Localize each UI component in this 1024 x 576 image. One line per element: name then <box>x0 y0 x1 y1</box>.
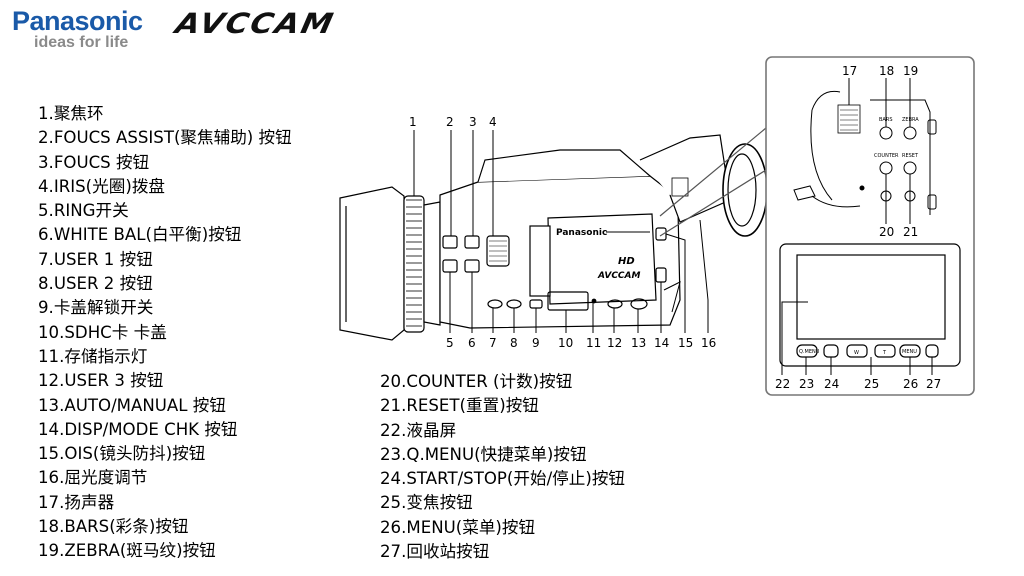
zoom-t-label: T <box>882 350 887 356</box>
leader-lines-inset-top <box>848 78 911 224</box>
brand-tagline: ideas for life <box>34 34 129 51</box>
callout-11: 11 <box>586 336 601 350</box>
callout-8: 8 <box>510 336 518 350</box>
legend-item: 9.卡盖解锁开关 <box>38 298 154 318</box>
legend-item: 4.IRIS(光圈)拨盘 <box>38 176 166 196</box>
callout-6: 6 <box>468 336 476 350</box>
lcd-screen <box>796 254 946 340</box>
callout-18: 18 <box>879 64 894 78</box>
qmenu-button <box>796 344 818 358</box>
legend-item: 14.DISP/MODE CHK 按钮 <box>38 419 238 439</box>
legend-item: 26.MENU(菜单)按钮 <box>380 517 536 537</box>
body-model-text: AVCCAM <box>597 271 640 281</box>
zoom-t-button <box>874 344 896 358</box>
legend-item: 10.SDHC卡 卡盖 <box>38 322 167 342</box>
legend-item: 24.START/STOP(开始/停止)按钮 <box>380 469 626 489</box>
user1-button <box>487 299 503 309</box>
callout-15: 15 <box>678 336 693 350</box>
callout-27: 27 <box>926 377 941 391</box>
user3-button <box>607 299 623 309</box>
legend-item: 21.RESET(重置)按钮 <box>380 396 539 416</box>
legend-item: 1.聚焦环 <box>38 104 104 123</box>
callout-10: 10 <box>558 336 573 350</box>
legend-item: 5.RING开关 <box>38 201 129 221</box>
callout-numbers-inset-bottom: 22 23 24 25 26 27 <box>775 377 941 391</box>
legend-item: 11.存储指示灯 <box>38 346 148 366</box>
focus-assist-button <box>442 235 458 249</box>
callout-2: 2 <box>446 115 454 129</box>
lens-hood <box>339 186 405 341</box>
legend-item: 3.FOUCS 按钮 <box>38 152 150 172</box>
leader-lines-main <box>413 130 709 333</box>
legend-item: 23.Q.MENU(快捷菜单)按钮 <box>380 444 587 464</box>
callout-5: 5 <box>446 336 454 350</box>
legend-item: 17.扬声器 <box>38 492 115 512</box>
callout-12: 12 <box>607 336 622 350</box>
legend-item: 15.OIS(镜头防抖)按钮 <box>38 444 206 464</box>
sdhc-card-cover <box>547 291 589 311</box>
callout-24: 24 <box>824 377 839 391</box>
legend-item: 8.USER 2 按钮 <box>38 274 153 294</box>
callout-25: 25 <box>864 377 879 391</box>
legend-item: 20.COUNTER (计数)按钮 <box>380 372 573 391</box>
callout-1: 1 <box>409 115 417 129</box>
body-labels: Panasonic HD AVCCAM <box>556 228 650 281</box>
callout-numbers-inset-top: 17 18 19 20 21 <box>842 64 918 239</box>
top-handle <box>477 149 651 183</box>
zebra-label: ZEBRA <box>902 117 919 123</box>
reset-label: RESET <box>902 153 919 159</box>
access-lamp <box>591 298 597 304</box>
camera-body-drawing <box>339 134 768 341</box>
inset-connectors <box>659 127 767 237</box>
zoom-w-label: W <box>854 350 859 356</box>
iris-dial <box>486 235 510 267</box>
callout-9: 9 <box>532 336 540 350</box>
auto-manual-button <box>630 298 648 310</box>
inset-top-drawing <box>793 90 937 215</box>
callout-4: 4 <box>489 115 497 129</box>
legend-right: 20.COUNTER (计数)按钮 21.RESET(重置)按钮 22.液晶屏 23.… <box>380 370 625 564</box>
callout-numbers-main: 1 2 3 4 5 6 7 8 9 10 11 12 13 14 15 16 <box>409 115 716 350</box>
callout-23: 23 <box>799 377 814 391</box>
legend-item: 13.AUTO/MANUAL 按钮 <box>38 395 226 415</box>
legend-item: 22.液晶屏 <box>380 420 457 440</box>
brand-logo: Panasonic <box>12 6 143 36</box>
legend-item: 2.FOUCS ASSIST(聚焦辅助) 按钮 <box>38 128 292 148</box>
qmenu-label: Q.MENU <box>799 349 820 355</box>
callout-3: 3 <box>469 115 477 129</box>
callout-7: 7 <box>489 336 497 350</box>
focus-button <box>464 235 480 249</box>
legend-item: 27.回收站按钮 <box>380 542 490 562</box>
legend-item: 6.WHITE BAL(白平衡)按钮 <box>38 225 242 245</box>
callout-14: 14 <box>654 336 669 350</box>
legend-item: 25.变焦按钮 <box>380 493 473 513</box>
callout-16: 16 <box>701 336 716 350</box>
body-brand-text: Panasonic <box>556 228 607 238</box>
legend-item: 16.屈光度调节 <box>38 468 148 488</box>
inset-lcd-drawing <box>779 243 961 367</box>
leader-lines-inset-bottom <box>781 301 933 375</box>
counter-label: COUNTER <box>874 153 899 159</box>
legend-item: 19.ZEBRA(斑马纹)按钮 <box>38 541 216 561</box>
callout-13: 13 <box>631 336 646 350</box>
legend-left: 1.聚焦环 2.FOUCS ASSIST(聚焦辅助) 按钮 3.FOUCS 按钮 4.… <box>38 102 292 564</box>
hd-mark: HD <box>618 256 635 267</box>
menu-label: MENU <box>902 349 917 355</box>
inset-lcd-labels: Q.MENU W T MENU <box>799 349 917 356</box>
legend-item: 18.BARS(彩条)按钮 <box>38 517 189 537</box>
callout-19: 19 <box>903 64 918 78</box>
zoom-w-button <box>846 344 868 358</box>
callout-22: 22 <box>775 377 790 391</box>
legend-item: 12.USER 3 按钮 <box>38 371 164 391</box>
callout-20: 20 <box>879 225 894 239</box>
legend-item: 7.USER 1 按钮 <box>38 249 153 269</box>
callout-21: 21 <box>903 225 918 239</box>
callout-26: 26 <box>903 377 918 391</box>
callout-17: 17 <box>842 64 857 78</box>
